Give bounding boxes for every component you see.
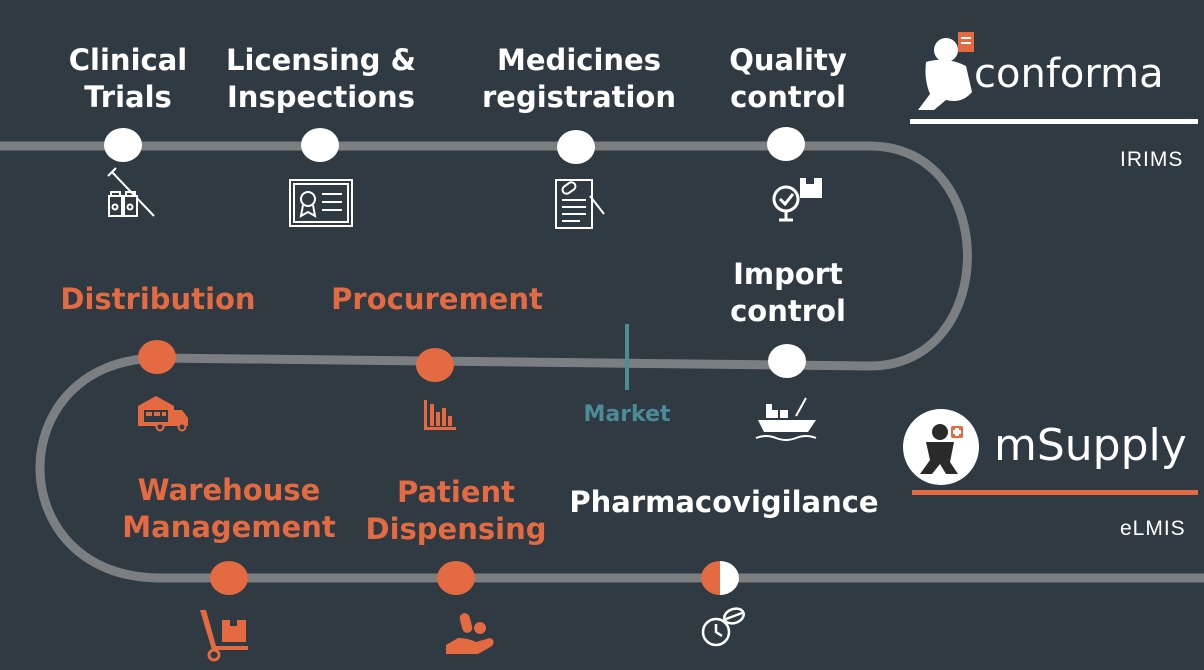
elmis-label: eLMIS [1120, 517, 1186, 540]
label-market: Market [583, 402, 671, 427]
msupply-underline [912, 490, 1198, 495]
label-patient-dispensing-line1: Patient [396, 475, 516, 509]
node-distribution [138, 340, 176, 374]
label-licensing: Licensing & Inspections [216, 42, 426, 116]
label-warehouse: Warehouse Management [118, 472, 340, 546]
label-pharmacovigilance: Pharmacovigilance [569, 485, 879, 519]
node-procurement [416, 348, 454, 382]
node-licensing [301, 128, 339, 162]
label-procurement: Procurement [331, 282, 543, 316]
label-quality-control: Quality control [718, 42, 858, 116]
label-medicines-registration: Medicines registration [474, 42, 684, 116]
label-patient-dispensing-line2: Dispensing [365, 512, 547, 546]
irims-label: IRIMS [1120, 148, 1184, 171]
label-clinical-trials-line2: Trials [84, 80, 172, 114]
bar-chart-icon [424, 400, 456, 430]
certificate-icon [289, 179, 353, 227]
label-import-control: Import control [718, 256, 858, 330]
label-patient-dispensing: Patient Dispensing [362, 474, 550, 548]
clock-pill-icon [701, 607, 745, 647]
label-medicines-registration-line2: registration [481, 80, 677, 114]
hand-pill-icon [446, 613, 494, 654]
gauge-box-icon [772, 178, 822, 222]
node-medicines-registration [557, 130, 595, 164]
node-clinical-trials [104, 128, 142, 162]
conforma-mascot-icon [918, 32, 974, 110]
label-clinical-trials-line1: Clinical [68, 43, 188, 77]
label-licensing-line1: Licensing & [226, 43, 416, 77]
document-pill-icon [555, 179, 605, 229]
label-warehouse-line1: Warehouse [137, 473, 321, 507]
label-import-control-line2: control [730, 294, 846, 328]
syringe-vials-icon [107, 167, 155, 217]
label-licensing-line2: Inspections [227, 80, 415, 114]
msupply-mascot-icon [903, 409, 979, 485]
label-distribution: Distribution [60, 282, 256, 316]
node-import-control [768, 344, 806, 378]
truck-warehouse-icon [138, 396, 188, 432]
hand-truck-icon [200, 610, 248, 662]
label-quality-control-line1: Quality [729, 43, 847, 77]
label-clinical-trials: Clinical Trials [58, 42, 198, 116]
node-patient-dispensing [437, 561, 475, 595]
label-import-control-line1: Import [733, 257, 843, 291]
cargo-ship-icon [755, 397, 817, 441]
label-quality-control-line2: control [730, 80, 846, 114]
label-medicines-registration-line1: Medicines [497, 43, 661, 77]
msupply-logo-text: mSupply [994, 420, 1187, 471]
conforma-underline [910, 119, 1198, 124]
node-quality-control [767, 127, 805, 161]
label-warehouse-line2: Management [122, 510, 336, 544]
conforma-logo-text: conforma [974, 51, 1164, 97]
node-pharmacovigilance [701, 561, 739, 595]
node-warehouse [210, 561, 248, 595]
